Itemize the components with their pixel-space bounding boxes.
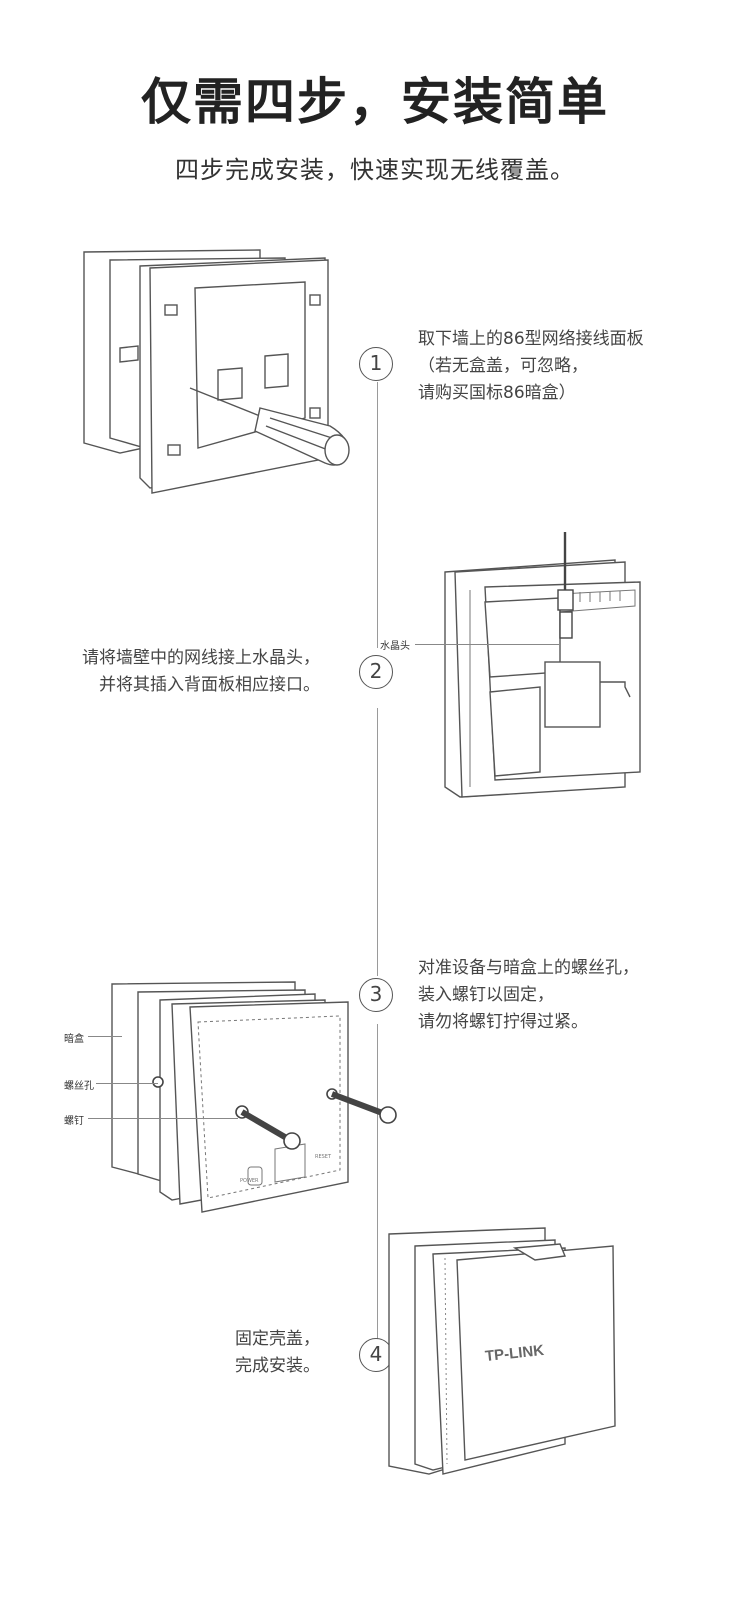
step-3-description: 对准设备与暗盒上的螺丝孔， 装入螺钉以固定， 请勿将螺钉拧得过紧。 (418, 955, 639, 1036)
timeline-line (377, 1024, 378, 1354)
power-label: POWER (240, 1178, 259, 1184)
step-1-line-2: （若无盒盖，可忽略， (418, 356, 588, 376)
screw-callout-line (88, 1118, 238, 1119)
timeline-line (377, 708, 378, 976)
step-2-number: 2 (359, 655, 393, 689)
page-subtitle: 四步完成安装，快速实现无线覆盖。 (175, 156, 575, 184)
screw-hole-callout-line (96, 1083, 158, 1084)
junction-box-callout-line (88, 1036, 122, 1037)
step-1-illustration (83, 249, 350, 494)
step-3-line-2: 装入螺钉以固定， (418, 985, 554, 1005)
crystal-head-callout-line (415, 644, 560, 645)
tp-link-logo: TP-LINK (484, 1342, 545, 1365)
step-2-line-2: 并将其插入背面板相应接口。 (99, 675, 320, 695)
step-3-illustration: POWER RESET (111, 981, 397, 1213)
step-1-number: 1 (359, 347, 393, 381)
timeline-line (377, 382, 378, 648)
step-1-line-1: 取下墙上的86型网络接线面板 (418, 329, 644, 349)
step-1-description: 取下墙上的86型网络接线面板 （若无盒盖，可忽略， 请购买国标86暗盒） (418, 326, 644, 407)
crystal-head-callout: 水晶头 (380, 641, 410, 652)
step-4-line-2: 完成安装。 (235, 1356, 320, 1376)
screw-hole-callout: 螺丝孔 (64, 1081, 94, 1092)
step-4-description: 固定壳盖， 完成安装。 (235, 1326, 320, 1380)
step-4-illustration: TP-LINK (388, 1227, 616, 1475)
page-title: 仅需四步，安装简单 (141, 73, 609, 131)
step-3-line-3: 请勿将螺钉拧得过紧。 (418, 1012, 588, 1032)
step-4-number: 4 (359, 1338, 393, 1372)
step-1-line-3: 请购买国标86暗盒） (418, 383, 576, 403)
junction-box-callout: 暗盒 (64, 1034, 84, 1045)
step-2-illustration (444, 532, 641, 798)
step-2-line-1: 请将墙壁中的网线接上水晶头， (82, 648, 320, 668)
reset-label: RESET (315, 1154, 332, 1160)
step-3-number: 3 (359, 978, 393, 1012)
step-4-line-1: 固定壳盖， (235, 1329, 320, 1349)
screw-callout: 螺钉 (64, 1116, 84, 1127)
step-3-line-1: 对准设备与暗盒上的螺丝孔， (418, 958, 639, 978)
step-2-description: 请将墙壁中的网线接上水晶头， 并将其插入背面板相应接口。 (82, 645, 320, 699)
